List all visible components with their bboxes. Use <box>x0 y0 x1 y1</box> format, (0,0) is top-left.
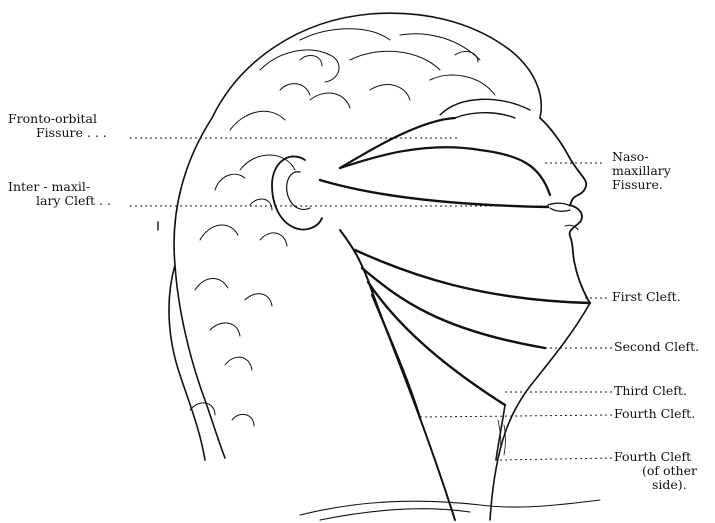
neck-outline-front <box>490 303 590 520</box>
ear-inner <box>287 172 310 210</box>
face-profile <box>540 118 590 303</box>
fronto-orbital-fissure <box>340 118 455 168</box>
label-third-cleft: Third Cleft. <box>614 384 687 398</box>
label-naso-maxillary: Naso- maxillary Fissure. <box>612 150 671 192</box>
lips <box>548 203 570 211</box>
first-cleft <box>355 250 590 303</box>
ear <box>272 156 322 229</box>
naso-maxillary-fissure <box>340 147 550 195</box>
third-cleft <box>368 282 505 405</box>
label-first-cleft: First Cleft. <box>612 290 681 304</box>
fourth-cleft-other-side <box>496 405 505 460</box>
label-fronto-orbital: Fronto-orbital Fissure . . . <box>8 112 107 140</box>
eye <box>440 99 530 118</box>
leader-fourth-cleft <box>420 415 612 417</box>
label-fourth-cleft: Fourth Cleft. <box>614 407 695 421</box>
label-inter-maxillary: Inter - maxil- lary Cleft . . <box>8 180 111 208</box>
neck-outline-back <box>340 230 455 520</box>
leader-fourth-cleft-other <box>500 458 612 460</box>
label-fourth-cleft-other-side: Fourth Cleft (of other side). <box>614 450 697 492</box>
label-second-cleft: Second Cleft. <box>614 340 699 354</box>
inter-maxillary-cleft <box>320 180 548 207</box>
